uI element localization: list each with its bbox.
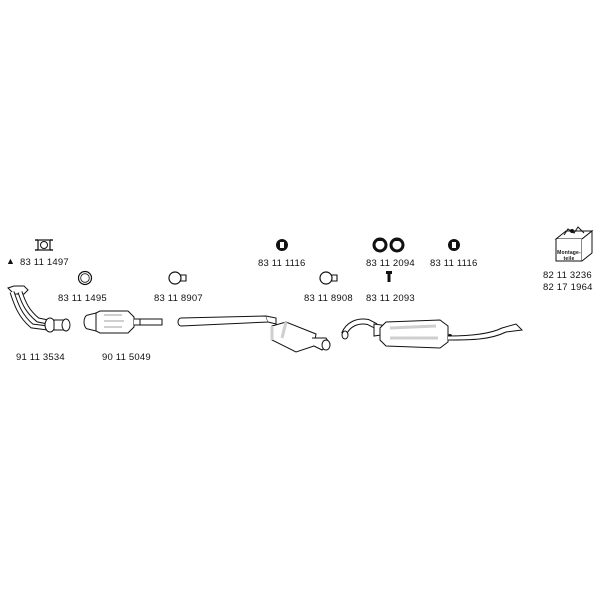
kit-box-label: Montage-teile	[557, 250, 581, 262]
pipe-clamp-icon	[168, 271, 187, 285]
rubber-mount-icon	[276, 239, 288, 251]
middle-silencer-icon	[177, 315, 331, 353]
part-number-kit-1: 82 11 3236	[543, 270, 592, 281]
downpipe-icon	[7, 285, 71, 333]
part-number-downpipe: 91 11 3534	[16, 352, 65, 363]
warning-icon: ▲	[6, 256, 16, 266]
mounting-kit-box-icon	[554, 226, 594, 262]
square-clamp-icon	[35, 239, 53, 251]
part-number-clamp-cat: 83 11 8907	[154, 293, 203, 304]
gasket-ring-icon	[77, 270, 93, 286]
part-number-bolt: 83 11 2093	[366, 293, 415, 304]
part-number-rubber-mount-1: 83 11 1116	[258, 258, 306, 269]
part-number-rubber-pair: 83 11 2094	[366, 258, 415, 269]
rear-silencer-icon	[341, 318, 524, 349]
part-number-kit-2: 82 17 1964	[543, 282, 593, 293]
rubber-mount-icon	[448, 239, 460, 251]
part-number-clamp-square: 83 11 1497	[20, 257, 69, 268]
pipe-clamp-icon	[319, 271, 338, 285]
rubber-pair-icon	[372, 237, 405, 253]
catalyst-icon	[83, 310, 163, 334]
part-number-clamp-mid: 83 11 8908	[304, 293, 353, 304]
part-number-rubber-mount-2: 83 11 1116	[430, 258, 478, 269]
part-number-catalyst: 90 11 5049	[102, 352, 151, 363]
part-number-gasket-ring: 83 11 1495	[58, 293, 107, 304]
bolt-icon	[386, 271, 392, 282]
